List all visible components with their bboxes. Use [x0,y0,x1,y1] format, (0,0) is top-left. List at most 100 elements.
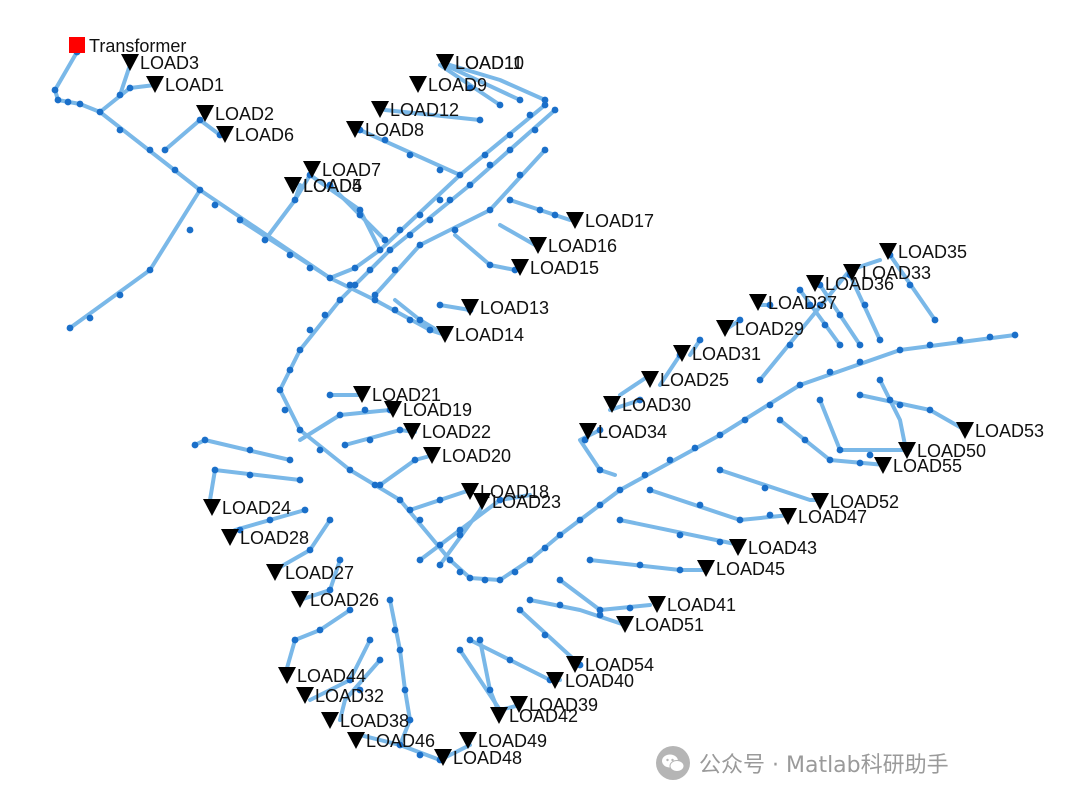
bus-node [386,596,394,604]
bus-node [506,196,514,204]
bus-node [1011,331,1019,339]
load-marker-load52: LOAD52 [811,492,899,512]
load-triangle-icon [403,423,421,440]
bus-node [576,516,584,524]
bus-node [416,241,424,249]
bus-node [556,601,564,609]
load-triangle-icon [121,54,139,71]
bus-node [456,526,464,534]
load-label: LOAD16 [548,236,617,256]
bus-node [326,586,334,594]
bus-node [406,506,414,514]
bus-node [396,741,404,749]
bus-node [406,231,414,239]
bus-node [876,336,884,344]
load-label: LOAD37 [768,293,837,313]
bus-node [526,596,534,604]
bus-node [336,411,344,419]
bus-node [186,226,194,234]
bus-node [526,111,534,119]
bus-node [736,516,744,524]
bus-node [436,541,444,549]
load-marker-load18: LOAD18 [461,482,549,502]
load-label: LOAD6 [235,125,294,145]
load-marker-load14: LOAD14 [436,325,524,345]
bus-node [86,314,94,322]
load-label: LOAD10 [455,53,524,73]
load-triangle-icon [461,299,479,316]
load-triangle-icon [641,371,659,388]
load-marker-load17: LOAD17 [566,211,654,231]
feeder-line-segment [443,63,522,102]
load-label: LOAD29 [735,319,804,339]
feeder-line-segment [718,468,822,502]
load-label: LOAD12 [390,100,459,120]
feeder-line-segment [528,598,627,627]
feeder-lines [53,50,1017,762]
bus-node [826,456,834,464]
bus-node [406,151,414,159]
load-marker-load35: LOAD35 [879,242,967,262]
bus-node [626,604,634,612]
load-label: LOAD17 [585,211,654,231]
bus-node [281,406,289,414]
bus-node [366,436,374,444]
bus-node [816,301,824,309]
bus-node [366,636,374,644]
feeder-line-segment [278,108,1017,582]
load-triangle-icon [779,508,797,525]
bus-node [786,341,794,349]
bus-node [541,146,549,154]
load-label: LOAD36 [825,274,894,294]
bus-node [516,96,524,104]
feeder-line-segment [518,608,582,667]
feeder-line-segment [798,288,842,347]
bus-node [391,266,399,274]
bus-node [856,391,864,399]
bus-node [826,368,834,376]
load-marker-load47: LOAD47 [779,507,867,527]
feeder-line-segment [878,378,907,447]
bus-node [391,306,399,314]
bus-node [276,386,284,394]
bus-node [551,211,559,219]
bus-node [211,201,219,209]
load-marker-load29: LOAD29 [716,319,804,339]
bus-node [346,281,354,289]
bus-node [616,486,624,494]
bus-node [526,556,534,564]
bus-node [821,321,829,329]
bus-node [386,246,394,254]
load-triangle-icon [729,539,747,556]
bus-node [236,216,244,224]
bus-node [436,196,444,204]
bus-node [326,181,334,189]
bus-node [866,451,874,459]
load-label: LOAD45 [716,559,785,579]
load-triangle-icon [546,672,564,689]
load-marker-load43: LOAD43 [729,538,817,558]
load-label: LOAD9 [428,75,487,95]
bus-node [286,366,294,374]
bus-node [456,171,464,179]
bus-node [236,526,244,534]
bus-node [116,91,124,99]
load-label: LOAD44 [297,666,366,686]
bus-node [616,516,624,524]
load-label: LOAD23 [492,492,561,512]
bus-node [266,516,274,524]
bus-node [861,301,869,309]
load-marker-load28: LOAD28 [221,528,309,548]
load-label: LOAD43 [748,538,817,558]
load-marker-load19: LOAD19 [384,400,472,420]
load-marker-load44: LOAD44 [278,666,366,686]
bus-node [541,544,549,552]
bus-node [261,236,269,244]
bus-node [716,538,724,546]
load-label: LOAD41 [667,595,736,615]
bus-node [96,108,104,116]
load-triangle-icon [874,457,892,474]
bus-node [766,301,774,309]
load-label: LOAD54 [585,655,654,675]
bus-node [466,181,474,189]
